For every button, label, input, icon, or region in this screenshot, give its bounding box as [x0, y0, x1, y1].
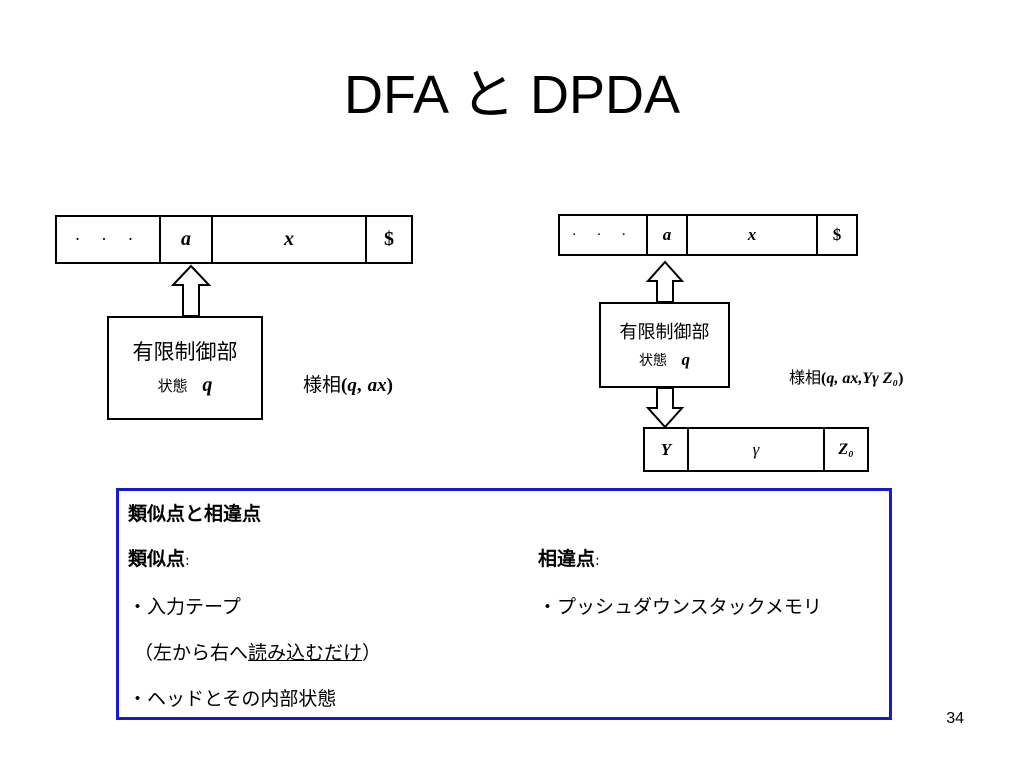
dpda-tape-x-cell: x [688, 216, 818, 254]
dpda-config-close: ) [898, 370, 904, 387]
dpda-config-open: ( [821, 370, 827, 387]
dpda-input-tape: · · · a x $ [558, 214, 858, 256]
dpda-tape-a-cell: a [648, 216, 688, 254]
comparison-panel [116, 488, 892, 720]
dfa-finite-control: 有限制御部 状態 q [107, 316, 263, 420]
different-item-stack: ・プッシュダウンスタックメモリ [538, 596, 822, 618]
dpda-tape-end-cell: $ [832, 225, 842, 244]
dpda-finite-control: 有限制御部 状態 q [599, 302, 730, 388]
dfa-config-close: ) [386, 375, 393, 396]
dfa-config-prefix: 様相 [303, 374, 342, 396]
dfa-config-q: q [347, 375, 357, 396]
dpda-configuration: 様相(q, ax,Yγ Z₀) [789, 364, 903, 388]
dpda-control-label: 有限制御部 [619, 322, 710, 343]
dpda-tape-dots-cell: · · · [560, 216, 648, 254]
dfa-head-arrow [170, 264, 212, 317]
page-number: 34 [946, 710, 964, 727]
dpda-stack: Y γ Z₀ [643, 427, 869, 472]
dpda-head-arrow [645, 260, 685, 303]
dfa-tape-end-cell: $ [384, 228, 394, 250]
similar-label-line: 類似点: [128, 544, 190, 571]
dpda-stack-top-cell: Y [645, 429, 689, 470]
dpda-stack-arrow [645, 387, 685, 429]
dfa-state-symbol: q [202, 374, 213, 396]
similar-item-input-tape: ・入力テープ [128, 596, 241, 618]
similar-item-note: （左から右へ読み込むだけ） [134, 638, 381, 665]
similar-label: 類似点 [128, 548, 186, 570]
note-close: ） [362, 642, 382, 664]
dpda-config-prefix: 様相 [789, 368, 822, 387]
dfa-config-ax: ax [367, 375, 387, 396]
dfa-config-open: ( [341, 375, 348, 396]
dfa-control-label: 有限制御部 [132, 340, 238, 364]
different-label: 相違点 [538, 548, 596, 570]
dfa-tape-dots-cell: · · · [57, 217, 161, 262]
different-label-line: 相違点: [538, 544, 600, 571]
dfa-tape-x-cell: x [213, 217, 367, 262]
similar-item-head: ・ヘッドとその内部状態 [128, 688, 337, 710]
dpda-stack-bottom-cell: Z₀ [838, 440, 854, 458]
dfa-config-comma: , [356, 375, 362, 396]
dfa-configuration: 様相(q,ax) [303, 370, 393, 397]
dpda-state-label: 状態 [639, 353, 668, 369]
dpda-stack-gamma-cell: γ [689, 429, 825, 470]
similar-colon: : [185, 553, 190, 569]
slide-title: DFA と DPDA [343, 65, 681, 125]
dfa-tape-a-cell: a [161, 217, 213, 262]
panel-heading: 類似点と相違点 [128, 503, 262, 525]
dpda-state-symbol: q [681, 350, 690, 369]
note-underlined: 読み込むだけ [248, 642, 363, 664]
note-open: （左から右へ [134, 642, 249, 664]
different-colon: : [595, 553, 600, 569]
dfa-state-label: 状態 [157, 377, 188, 395]
dpda-config-body: q, ax,Yγ Z₀ [826, 370, 899, 387]
dfa-input-tape: · · · a x $ [55, 215, 413, 264]
